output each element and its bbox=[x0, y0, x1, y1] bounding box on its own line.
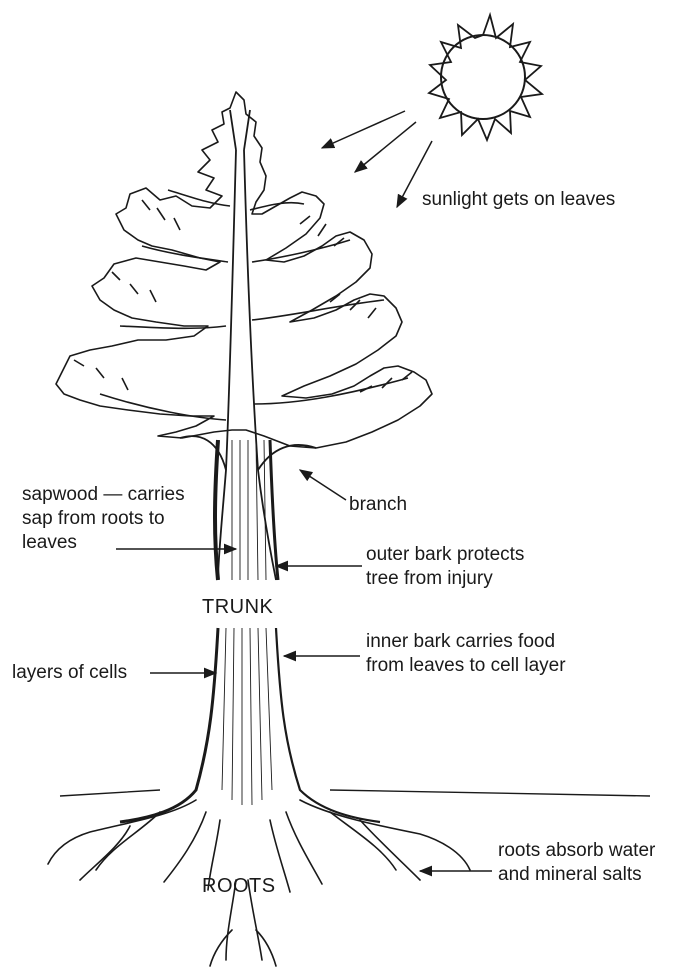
sapwood-label: sapwood — carries sap from roots to leav… bbox=[22, 483, 185, 555]
roots-label: ROOTS bbox=[202, 874, 276, 898]
roots-absorb-label-line-2: and mineral salts bbox=[498, 863, 655, 887]
sunlight-label: sunlight gets on leaves bbox=[422, 188, 615, 212]
trunk-label: TRUNK bbox=[202, 595, 273, 619]
roots-absorb-label-line-1: roots absorb water bbox=[498, 839, 655, 863]
sapwood-label-line-2: sap from roots to bbox=[22, 507, 185, 531]
sunlight-arrows bbox=[322, 111, 432, 207]
outer-bark-label-line-1: outer bark protects bbox=[366, 543, 524, 567]
sun-icon bbox=[429, 15, 542, 140]
outer-bark-label-line-2: tree from injury bbox=[366, 567, 524, 591]
branch-label: branch bbox=[349, 493, 407, 517]
roots-absorb-label: roots absorb water and mineral salts bbox=[498, 839, 655, 887]
sapwood-label-line-3: leaves bbox=[22, 531, 185, 555]
branch-arrow bbox=[300, 470, 346, 500]
inner-bark-label-line-2: from leaves to cell layer bbox=[366, 654, 566, 678]
sapwood-label-line-1: sapwood — carries bbox=[22, 483, 185, 507]
inner-bark-label-line-1: inner bark carries food bbox=[366, 630, 566, 654]
sunlight-arrow-1 bbox=[322, 111, 405, 148]
ground-line bbox=[60, 790, 650, 796]
tree-trunk bbox=[120, 110, 380, 822]
outer-bark-label: outer bark protects tree from injury bbox=[366, 543, 524, 591]
inner-bark-label: inner bark carries food from leaves to c… bbox=[366, 630, 566, 678]
cells-label: layers of cells bbox=[12, 661, 127, 685]
